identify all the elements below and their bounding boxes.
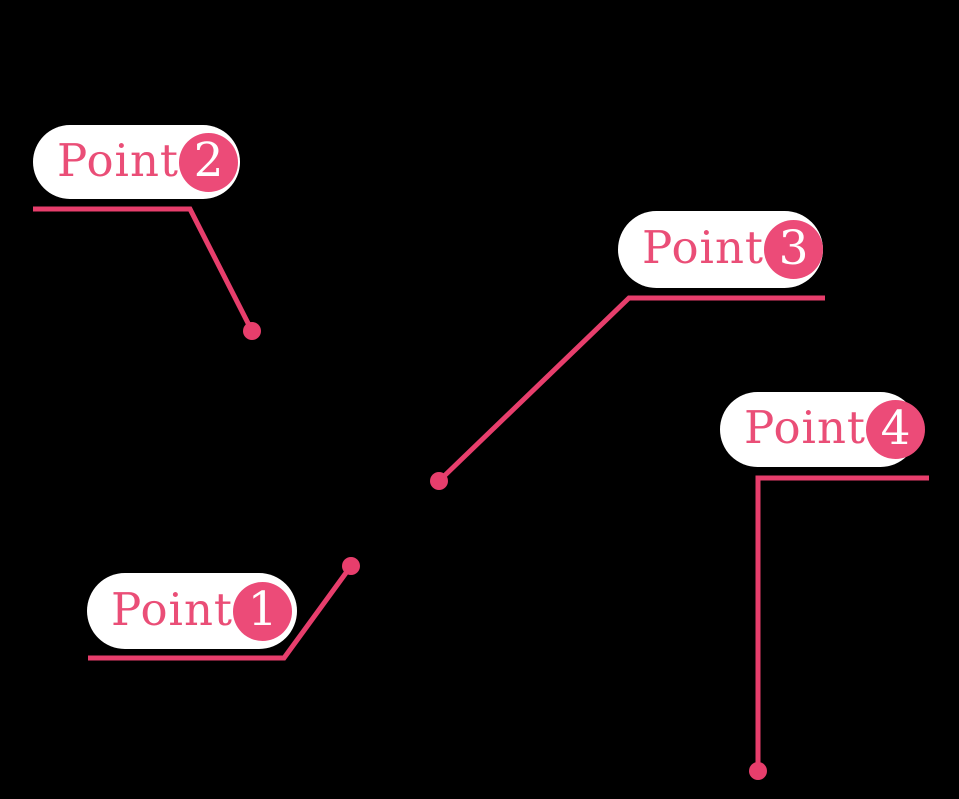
callout-label: Point — [111, 582, 234, 636]
callout-point-2: Point 2 — [33, 125, 240, 199]
callout-point-4: Point 4 — [720, 392, 926, 467]
anchor-dot — [243, 322, 261, 340]
callout-label: Point — [642, 221, 765, 274]
leader-line — [437, 295, 825, 483]
callout-point-1: Point 1 — [87, 573, 297, 649]
callout-number-badge: 3 — [764, 220, 824, 279]
callout-number-badge: 1 — [233, 581, 293, 641]
callout-number-badge: 4 — [866, 400, 926, 459]
anchor-dot — [342, 557, 360, 575]
callout-point-3: Point 3 — [618, 211, 824, 288]
leader-line — [33, 206, 255, 333]
leader-line — [88, 564, 354, 661]
callout-number-badge: 2 — [179, 132, 239, 192]
callout-label: Point — [744, 401, 867, 454]
anchor-dot — [749, 762, 767, 780]
anchor-dot — [430, 472, 448, 490]
callout-label: Point — [57, 133, 180, 187]
leader-line — [755, 475, 929, 771]
